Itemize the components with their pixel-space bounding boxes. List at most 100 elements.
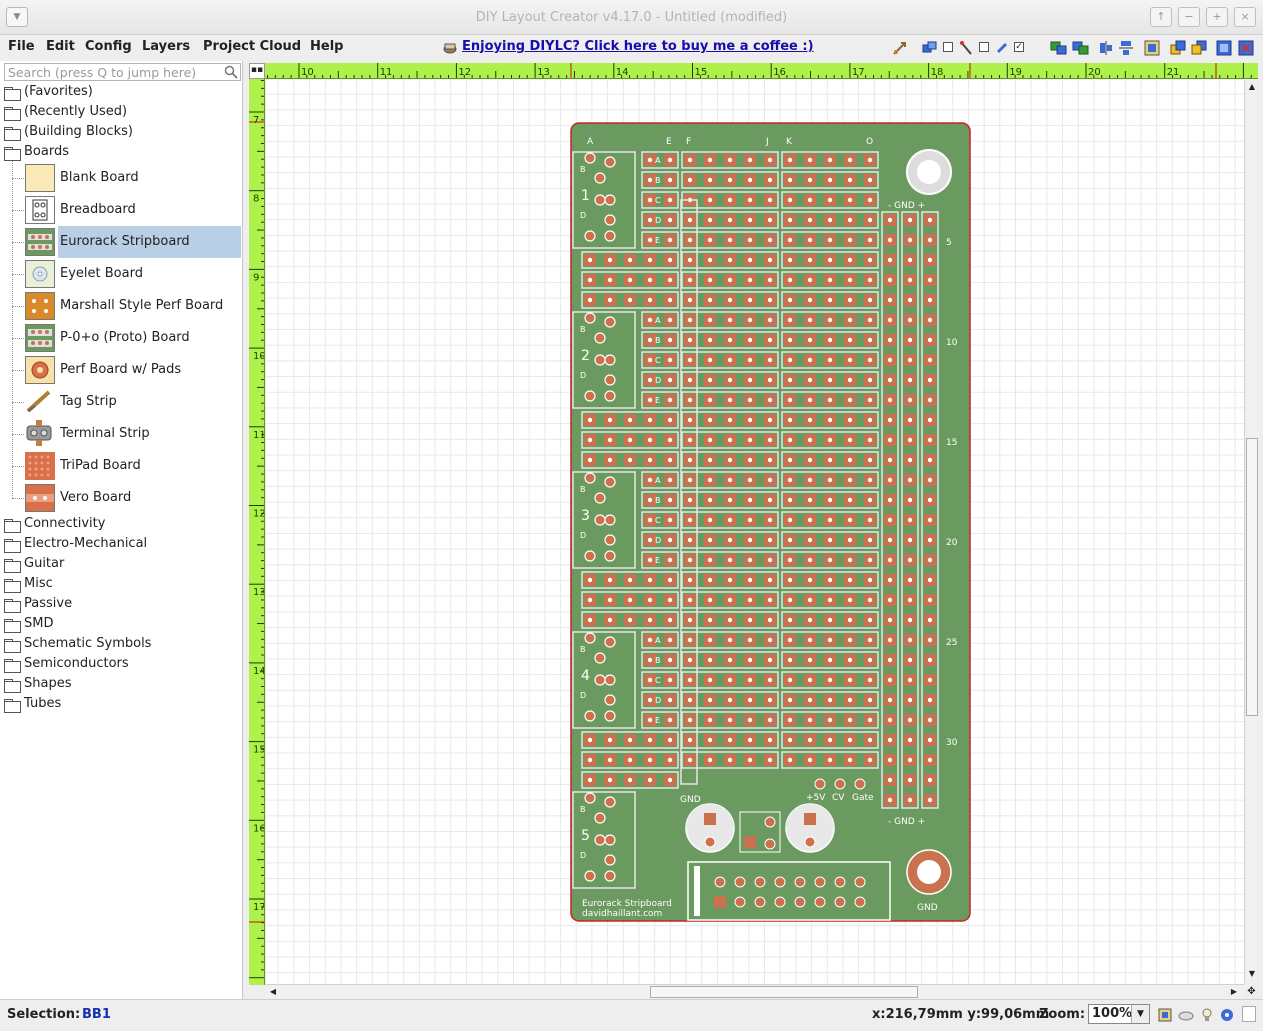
memory-indicator[interactable] bbox=[1242, 1006, 1256, 1022]
bring-front-icon[interactable] bbox=[1191, 40, 1207, 60]
copper-strip bbox=[641, 231, 679, 249]
hole bbox=[707, 357, 713, 363]
pan-icon[interactable]: ✥ bbox=[1244, 984, 1259, 999]
jack-pin bbox=[584, 390, 596, 402]
copper-strip bbox=[781, 751, 879, 769]
board-item-terminal-strip[interactable]: Terminal Strip bbox=[0, 418, 243, 450]
hole bbox=[727, 337, 733, 343]
horizontal-scroll-thumb[interactable] bbox=[650, 986, 918, 998]
vertical-scroll-thumb[interactable] bbox=[1246, 438, 1258, 716]
board-item-eyelet-board[interactable]: Eyelet Board bbox=[0, 258, 243, 290]
minimize-button[interactable]: − bbox=[1178, 7, 1200, 27]
jack-pin bbox=[604, 694, 616, 706]
tree-folder[interactable]: (Building Blocks) bbox=[0, 123, 243, 143]
board-item-tripad-board[interactable]: TriPad Board bbox=[0, 450, 243, 482]
hole bbox=[807, 477, 813, 483]
tree-folder[interactable]: Guitar bbox=[0, 555, 243, 575]
tree-folder[interactable]: Misc bbox=[0, 575, 243, 595]
checked-checkbox-icon[interactable]: ✓ bbox=[1014, 42, 1024, 52]
hole bbox=[867, 577, 873, 583]
chevron-down-icon[interactable]: ▼ bbox=[1131, 1005, 1149, 1023]
cloud-icon[interactable] bbox=[1178, 1008, 1194, 1022]
menu-edit[interactable]: Edit bbox=[46, 39, 75, 54]
horizontal-scrollbar[interactable]: ◀ ▶ bbox=[266, 984, 1244, 999]
tree-folder[interactable]: (Recently Used) bbox=[0, 103, 243, 123]
tree-folder[interactable]: (Favorites) bbox=[0, 83, 243, 103]
board-item-blank-board[interactable]: Blank Board bbox=[0, 162, 243, 194]
board-item-eurorack-stripboard[interactable]: Eurorack Stripboard bbox=[0, 226, 243, 258]
board-item-marshall-style-perf-board[interactable]: Marshall Style Perf Board bbox=[0, 290, 243, 322]
view-icon[interactable] bbox=[1216, 40, 1232, 60]
wire-icon[interactable] bbox=[959, 40, 973, 60]
tree-folder[interactable]: Shapes bbox=[0, 675, 243, 695]
hole bbox=[707, 217, 713, 223]
menu-config[interactable]: Config bbox=[85, 39, 132, 54]
maximize-button[interactable]: + bbox=[1206, 7, 1228, 27]
tree-folder[interactable]: Electro-Mechanical bbox=[0, 535, 243, 555]
hole bbox=[887, 737, 893, 743]
hole bbox=[747, 437, 753, 443]
board-item-perf-board-w-pads[interactable]: Perf Board w/ Pads bbox=[0, 354, 243, 386]
pointer-icon[interactable] bbox=[892, 40, 908, 60]
group-icon[interactable] bbox=[1050, 40, 1068, 60]
settings-icon[interactable] bbox=[1238, 40, 1254, 60]
tree-folder[interactable]: Boards bbox=[0, 143, 243, 163]
board-item-breadboard[interactable]: Breadboard bbox=[0, 194, 243, 226]
menu-help[interactable]: Help bbox=[310, 39, 344, 54]
copper-strip bbox=[581, 251, 679, 269]
fit-icon[interactable] bbox=[1144, 40, 1160, 60]
align-icon[interactable] bbox=[1098, 40, 1114, 60]
hole bbox=[687, 577, 693, 583]
hole bbox=[767, 177, 773, 183]
row-number: 30 bbox=[946, 738, 958, 748]
tree-folder[interactable]: Passive bbox=[0, 595, 243, 615]
ruler-label: 21 bbox=[1167, 67, 1180, 78]
menu-layers[interactable]: Layers bbox=[142, 39, 191, 54]
hole bbox=[587, 417, 593, 423]
vertical-scrollbar[interactable]: ▲ ▼ bbox=[1244, 80, 1259, 983]
copper-strip bbox=[641, 391, 679, 409]
tree-folder[interactable]: Schematic Symbols bbox=[0, 635, 243, 655]
hole bbox=[787, 497, 793, 503]
hole bbox=[827, 397, 833, 403]
tree-folder[interactable]: Tubes bbox=[0, 695, 243, 715]
close-button[interactable]: × bbox=[1234, 7, 1256, 27]
board-item-p-0-o-proto-board[interactable]: P-0+o (Proto) Board bbox=[0, 322, 243, 354]
hole bbox=[667, 777, 673, 783]
hole bbox=[847, 157, 853, 163]
send-back-icon[interactable] bbox=[1170, 40, 1186, 60]
menu-file[interactable]: File bbox=[8, 39, 35, 54]
board-item-vero-board[interactable]: Vero Board bbox=[0, 482, 243, 514]
ruler-units-toggle[interactable]: ▪▪ bbox=[249, 63, 265, 79]
scroll-up-arrow[interactable]: ▲ bbox=[1248, 82, 1256, 91]
tree-folder[interactable]: Connectivity bbox=[0, 515, 243, 535]
window-menu-button[interactable]: ▼ bbox=[6, 7, 28, 27]
scroll-right-arrow[interactable]: ▶ bbox=[1230, 987, 1238, 996]
scroll-down-arrow[interactable]: ▼ bbox=[1248, 969, 1256, 978]
tree-folder-label: Guitar bbox=[24, 556, 65, 571]
ungroup-icon[interactable] bbox=[1072, 40, 1090, 60]
hole bbox=[847, 397, 853, 403]
tree-folder[interactable]: SMD bbox=[0, 615, 243, 635]
board-item-tag-strip[interactable]: Tag Strip bbox=[0, 386, 243, 418]
scroll-left-arrow[interactable]: ◀ bbox=[269, 987, 277, 996]
checkbox-icon[interactable] bbox=[943, 42, 953, 52]
hole bbox=[887, 497, 893, 503]
lightbulb-icon[interactable] bbox=[1200, 1008, 1214, 1022]
bug-icon[interactable] bbox=[1220, 1008, 1234, 1022]
tag-icon[interactable] bbox=[996, 40, 1010, 60]
tree-folder[interactable]: Semiconductors bbox=[0, 655, 243, 675]
search-input[interactable]: Search (press Q to jump here) bbox=[4, 63, 241, 81]
menu-project-cloud[interactable]: Project Cloud bbox=[203, 39, 302, 54]
checkbox-icon-2[interactable] bbox=[979, 42, 989, 52]
zoom-select[interactable]: 100% ▼ bbox=[1088, 1004, 1150, 1024]
fit-icon[interactable] bbox=[1158, 1008, 1172, 1022]
hole bbox=[707, 677, 713, 683]
distribute-icon[interactable] bbox=[1118, 40, 1134, 60]
hole bbox=[927, 737, 933, 743]
buy-coffee-link[interactable]: Enjoying DIYLC? Click here to buy me a c… bbox=[462, 39, 814, 54]
shapes-icon[interactable] bbox=[922, 40, 938, 60]
shade-button[interactable]: ↑ bbox=[1150, 7, 1172, 27]
